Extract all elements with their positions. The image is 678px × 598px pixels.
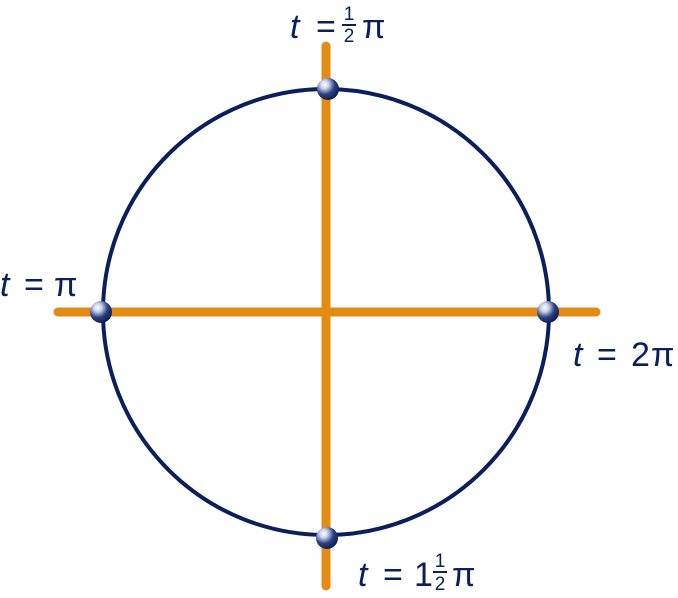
label-left-eq: = <box>24 266 44 304</box>
label-top-num: 1 <box>344 4 355 25</box>
label-top-var: t <box>290 8 301 46</box>
label-right-coef: 2 <box>631 336 650 374</box>
label-bottom-den: 2 <box>435 574 446 595</box>
label-right: t = 2 π <box>573 336 674 374</box>
label-bottom: t = 1 1 2 π <box>358 551 475 595</box>
label-bottom-whole: 1 <box>414 556 433 594</box>
point-bottom <box>316 527 338 549</box>
label-top-den: 2 <box>344 26 355 47</box>
label-bottom-num: 1 <box>435 551 446 572</box>
label-right-var: t <box>573 336 584 374</box>
label-right-pi: π <box>651 336 674 374</box>
label-top-eq: = <box>316 8 336 46</box>
point-left <box>90 301 112 323</box>
label-bottom-eq: = <box>383 556 403 594</box>
point-right <box>537 301 559 323</box>
label-bottom-var: t <box>358 556 369 594</box>
label-left-pi: π <box>54 266 77 304</box>
label-right-eq: = <box>597 336 617 374</box>
point-top <box>317 78 339 100</box>
label-left-var: t <box>0 266 11 304</box>
label-bottom-pi: π <box>452 556 475 594</box>
label-top: t = 1 2 π <box>290 4 385 47</box>
label-top-pi: π <box>362 8 385 46</box>
label-left: t = π <box>0 266 77 304</box>
